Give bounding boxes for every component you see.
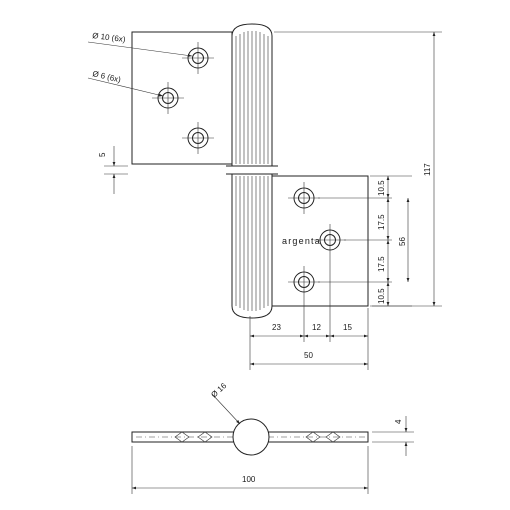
top-view: Ø 16 <box>131 381 369 456</box>
lower-knuckle <box>231 173 273 319</box>
lower-hole-2 <box>314 224 346 256</box>
lower-hole-3 <box>288 266 320 298</box>
upper-knuckle <box>231 23 273 167</box>
dim-pitch-top: 10.5 <box>377 180 386 196</box>
dim-hole-span: 56 <box>398 237 407 246</box>
hole-large-label: Ø 10 (6x) <box>92 31 127 44</box>
top-dimensions: 4 100 <box>131 416 414 494</box>
front-dimensions: 5 117 10.5 17.5 17.5 10.5 56 23 12 15 <box>98 31 442 370</box>
dim-overall-width: 100 <box>242 475 256 484</box>
dim-pitch-mid-a: 17.5 <box>377 214 386 230</box>
lower-hole-1 <box>288 182 320 214</box>
pin-diameter-label: Ø 16 <box>209 381 228 400</box>
upper-hole-3 <box>182 122 214 154</box>
dim-offset-a: 23 <box>272 323 281 332</box>
front-view: argenta Ø 10 (6x) Ø 6 (6x) <box>87 23 369 319</box>
lower-leaf <box>267 175 369 307</box>
dim-offset-c: 15 <box>343 323 352 332</box>
dim-leaf-width: 50 <box>304 351 313 360</box>
pin-section <box>232 418 270 456</box>
dim-pitch-bottom: 10.5 <box>377 288 386 304</box>
dim-gap-top: 5 <box>98 152 107 157</box>
dim-offset-b: 12 <box>312 323 321 332</box>
dim-total-height: 117 <box>423 163 432 176</box>
dim-pitch-mid-b: 17.5 <box>377 256 386 272</box>
brand-label: argenta <box>282 236 321 246</box>
dim-thickness: 4 <box>394 419 403 424</box>
upper-hole-1 <box>182 42 214 74</box>
upper-hole-2 <box>152 82 184 114</box>
